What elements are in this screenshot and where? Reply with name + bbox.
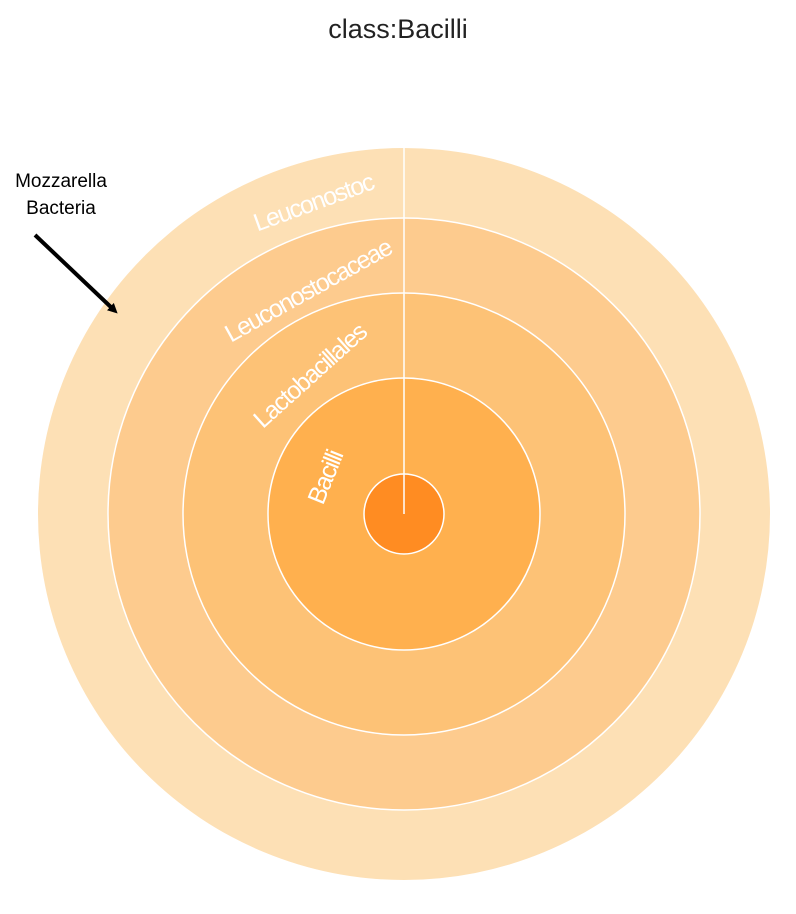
sunburst-rings bbox=[38, 148, 770, 880]
chart-title: class:Bacilli bbox=[328, 14, 468, 44]
annotation-line-1: Mozzarella bbox=[15, 171, 107, 192]
annotation-line-2: Bacteria bbox=[26, 198, 96, 219]
annotation-arrow bbox=[33, 233, 118, 314]
mozzarella-annotation: Mozzarella Bacteria bbox=[0, 168, 122, 222]
